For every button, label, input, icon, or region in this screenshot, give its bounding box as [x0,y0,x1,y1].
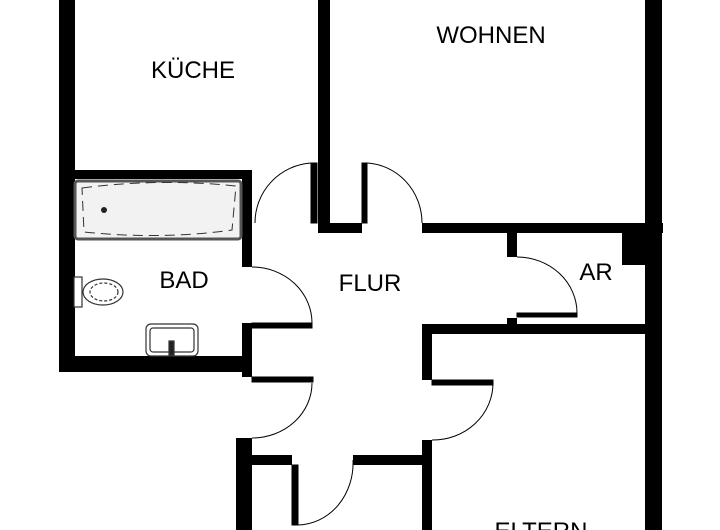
door-arc-kueche [254,162,312,224]
door-arc-ar [516,256,578,314]
room-label-kueche: KÜCHE [150,57,236,84]
wall-ar-block [622,233,645,265]
wall-flur-bottom [353,455,422,465]
wall-wohnen-bottom [422,223,663,233]
wall-bad-right-lower [242,323,252,377]
door-arc-wohnen [365,162,423,224]
room-label-flur: FLUR [338,270,402,297]
door-leaf-eltern [431,379,494,386]
wall-bad-bottom [59,356,252,372]
door-arc-bottom [297,459,354,526]
room-label-eltern: ELTERN [495,518,588,530]
room-label-ar: AR [579,259,613,286]
wall-lower-left-h [252,455,292,465]
wall-eltern-top [422,324,645,334]
wall-eltern-left-upper [422,324,432,380]
wall-ar-stub-bottom [507,318,517,325]
bathtub-icon [73,179,243,241]
wall-left-outer [59,0,75,372]
door-arc-lower-left [251,382,313,439]
toilet-icon [73,276,124,308]
wall-kueche-bottom [59,170,252,179]
door-leaf-ar [516,312,578,318]
door-arc-eltern [431,382,494,441]
door-leaf-kueche [310,162,318,224]
door-arc-bad [251,266,313,324]
wall-ar-stub-top [507,233,517,257]
wall-flur-top-stub [318,223,362,233]
wall-kueche-wohnen [318,0,330,233]
wall-bad-right-upper [242,170,252,267]
door-leaf-lower-left [251,376,314,383]
wall-eltern-left-lower [422,440,432,530]
door-leaf-bad [251,322,313,329]
sink-icon [145,323,199,357]
door-leaf-wohnen [361,162,368,224]
wall-lower-left [236,438,252,530]
walls [59,0,663,530]
door-leaf-bottom [291,464,299,526]
room-label-wohnen: WOHNEN [436,22,546,49]
wall-right-outer [645,0,662,530]
room-label-bad: BAD [159,267,209,294]
doors [251,162,578,526]
